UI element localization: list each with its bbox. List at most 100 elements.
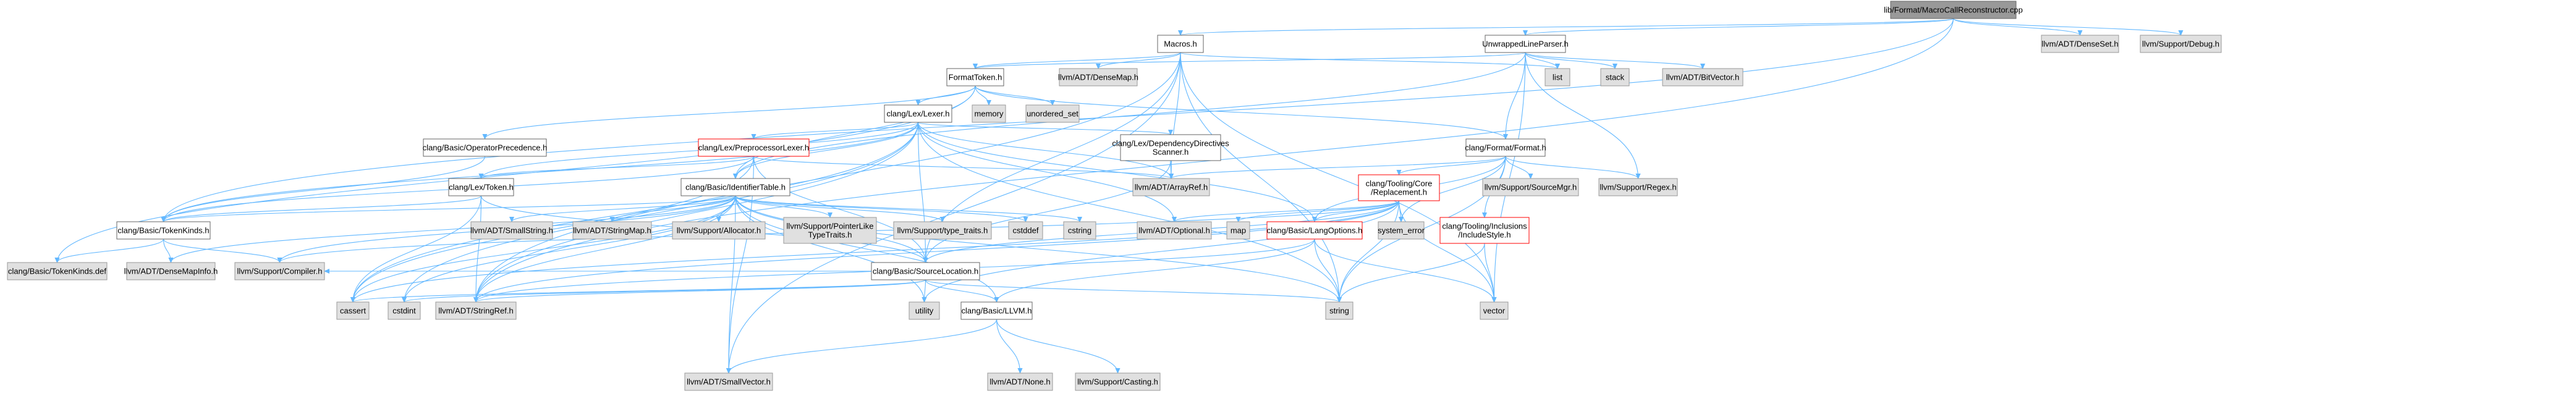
include-edge	[353, 195, 736, 302]
edge-identtable-to-ptrlike	[735, 195, 830, 217]
node-formattoken[interactable]: FormatToken.h	[946, 68, 1004, 86]
include-edge	[975, 52, 1526, 69]
node-unwrapped[interactable]: UnwrappedLineParser.h	[1482, 35, 1569, 53]
node-regex[interactable]: llvm/Support/Regex.h	[1598, 178, 1678, 196]
node-densemap[interactable]: llvm/ADT/DenseMap.h	[1058, 68, 1138, 86]
node-unordered_set[interactable]: unordered_set	[1025, 104, 1080, 123]
edge-lexer-to-string	[917, 122, 1340, 302]
node-none[interactable]: llvm/ADT/None.h	[987, 372, 1053, 391]
edge-replacement-to-map	[1239, 200, 1400, 222]
node-casting[interactable]: llvm/Support/Casting.h	[1075, 372, 1161, 391]
node-format[interactable]: clang/Format/Format.h	[1465, 138, 1546, 157]
node-list[interactable]: list	[1544, 68, 1570, 86]
node-allocator[interactable]: llvm/Support/Allocator.h	[672, 221, 766, 240]
node-stringmap[interactable]: llvm/ADT/StringMap.h	[572, 221, 652, 240]
node-cstddef[interactable]: cstddef	[1008, 221, 1043, 240]
node-pplexer[interactable]: clang/Lex/PreprocessorLexer.h	[698, 138, 810, 157]
node-macros[interactable]: Macros.h	[1157, 35, 1204, 53]
edge-token-to-cassert	[353, 195, 482, 302]
edge-root-to-debug	[1952, 18, 2181, 35]
node-memory[interactable]: memory	[972, 104, 1006, 123]
node-srcloc[interactable]: clang/Basic/SourceLocation.h	[871, 262, 980, 280]
include-edge	[476, 52, 1181, 302]
node-box	[126, 262, 216, 280]
include-edge	[753, 156, 1172, 179]
node-stack[interactable]: stack	[1600, 68, 1630, 86]
node-label: llvm/ADT/StringMap.h	[573, 226, 651, 235]
node-typetraits[interactable]: llvm/Support/type_traits.h	[893, 221, 992, 240]
edge-formattoken-to-opprec	[485, 85, 976, 139]
node-cassert[interactable]: cassert	[336, 301, 370, 320]
node-box	[698, 138, 810, 157]
node-langopts[interactable]: clang/Basic/LangOptions.h	[1266, 221, 1363, 240]
edge-lexer-to-tokenkinds	[164, 122, 919, 222]
include-edge	[997, 238, 1315, 302]
node-optional[interactable]: llvm/ADT/Optional.h	[1137, 221, 1212, 240]
include-edge	[57, 238, 164, 263]
node-identtable[interactable]: clang/Basic/IdentifierTable.h	[680, 178, 790, 196]
include-edge	[481, 156, 755, 179]
node-densesetp[interactable]: llvm/ADT/DenseSet.h	[2041, 35, 2119, 53]
node-map[interactable]: map	[1226, 221, 1250, 240]
node-box	[783, 217, 877, 244]
edge-lexer-to-depdir	[917, 122, 1171, 135]
node-box	[1137, 221, 1212, 240]
node-syserr[interactable]: system_error	[1378, 221, 1425, 240]
include-edge	[925, 200, 1400, 302]
node-box	[1465, 138, 1546, 157]
node-cstring[interactable]: cstring	[1063, 221, 1096, 240]
include-edge	[476, 279, 926, 302]
edge-srcloc-to-cassert	[353, 279, 926, 302]
edge-lexer-to-identtable	[735, 122, 919, 179]
node-srcmgr[interactable]: llvm/Support/SourceMgr.h	[1482, 178, 1579, 196]
node-debug[interactable]: llvm/Support/Debug.h	[2140, 35, 2222, 53]
node-label: stack	[1606, 73, 1625, 82]
node-box	[234, 262, 325, 280]
node-cstdint[interactable]: cstdint	[388, 301, 421, 320]
include-edge	[1952, 18, 2080, 35]
edge-identtable-to-densemapinfo	[171, 195, 736, 263]
node-bitvector[interactable]: llvm/ADT/BitVector.h	[1662, 68, 1743, 86]
node-stringref[interactable]: llvm/ADT/StringRef.h	[435, 301, 517, 320]
node-box	[470, 221, 553, 240]
node-token[interactable]: clang/Lex/Token.h	[448, 178, 514, 196]
node-replacement[interactable]: clang/Tooling/Core/Replacement.h	[1358, 174, 1440, 201]
node-string[interactable]: string	[1325, 301, 1354, 320]
node-tokenkinds[interactable]: clang/Basic/TokenKinds.h	[116, 221, 211, 240]
edge-llvm-to-casting	[996, 319, 1118, 373]
node-box	[1059, 68, 1138, 86]
include-edge	[735, 195, 943, 222]
edge-srcloc-to-llvm	[925, 279, 997, 302]
node-label: llvm/ADT/None.h	[989, 377, 1050, 387]
include-edge	[754, 122, 919, 139]
edge-identtable-to-typetraits	[735, 195, 943, 222]
edge-root-to-densesetp	[1952, 18, 2080, 35]
node-utility[interactable]: utility	[909, 301, 940, 320]
node-compiler[interactable]: llvm/Support/Compiler.h	[234, 262, 325, 280]
node-label: UnwrappedLineParser.h	[1482, 40, 1568, 49]
node-densemapinfo[interactable]: llvm/ADT/DenseMapInfo.h	[124, 262, 218, 280]
node-box	[672, 221, 766, 240]
node-label: llvm/Support/Debug.h	[2142, 40, 2219, 49]
node-arrayref[interactable]: llvm/ADT/ArrayRef.h	[1132, 178, 1210, 196]
edge-tokenkinds-to-tkdef	[57, 238, 164, 263]
node-smallvector[interactable]: llvm/ADT/SmallVector.h	[684, 372, 773, 391]
node-label: utility	[915, 306, 934, 316]
node-opprec[interactable]: clang/Basic/OperatorPrecedence.h	[423, 138, 548, 157]
node-box	[2041, 35, 2119, 53]
include-edge	[1525, 52, 1557, 69]
node-box	[448, 178, 514, 196]
node-inclstyle[interactable]: clang/Tooling/Inclusions/IncludeStyle.h	[1439, 217, 1530, 244]
node-box	[684, 372, 773, 391]
node-tkdef[interactable]: clang/Basic/TokenKinds.def	[7, 262, 108, 280]
node-label: clang/Basic/IdentifierTable.h	[685, 183, 786, 192]
node-vector[interactable]: vector	[1480, 301, 1509, 320]
node-smallstring[interactable]: llvm/ADT/SmallString.h	[470, 221, 553, 240]
node-llvm[interactable]: clang/Basic/LLVM.h	[960, 301, 1033, 320]
edge-lexer-to-langopts	[917, 122, 1315, 222]
node-lexer[interactable]: clang/Lex/Lexer.h	[884, 104, 952, 123]
edge-macros-to-formattoken	[975, 52, 1181, 69]
node-label: cstddef	[1013, 226, 1039, 235]
